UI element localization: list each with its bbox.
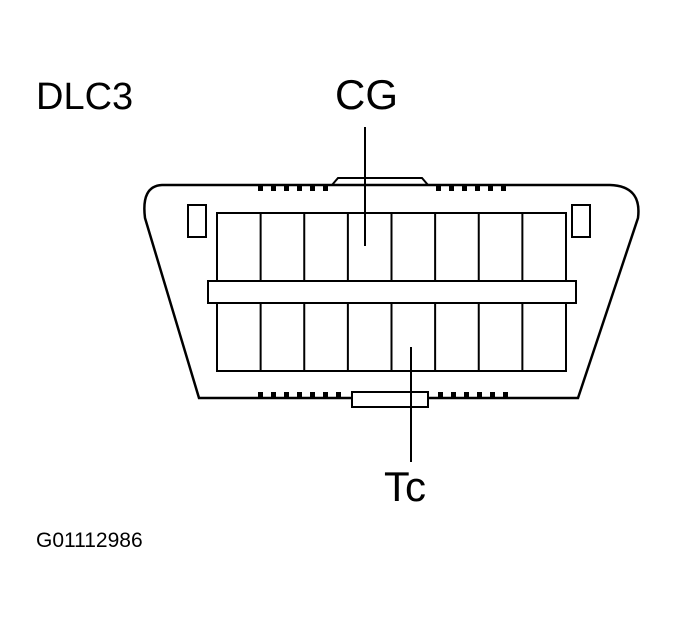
top-key-notch: [331, 177, 429, 186]
connector-housing: [143, 183, 640, 400]
top-edge-tooth: [436, 185, 441, 191]
bottom-edge-tooth: [323, 392, 328, 398]
bottom-edge-tooth: [297, 392, 302, 398]
top-edge-tooth: [258, 185, 263, 191]
top-edge-teeth: [258, 185, 506, 191]
bottom-row-pin-dividers: [259, 303, 524, 371]
bottom-edge-tooth: [490, 392, 495, 398]
top-row-pin-dividers: [259, 213, 524, 281]
top-edge-tooth: [297, 185, 302, 191]
bottom-edge-tooth: [258, 392, 263, 398]
bottom-edge-tooth: [477, 392, 482, 398]
top-edge-tooth: [284, 185, 289, 191]
top-edge-tooth: [271, 185, 276, 191]
latch-slot-right: [571, 204, 591, 238]
pin-label-tc: Tc: [384, 463, 426, 510]
bottom-edge-teeth: [258, 392, 508, 398]
bottom-edge-tooth: [438, 392, 443, 398]
pin-label-cg: CG: [335, 71, 398, 118]
top-edge-tooth: [323, 185, 328, 191]
bottom-edge-tooth: [464, 392, 469, 398]
bottom-edge-tooth: [310, 392, 315, 398]
bottom-key-tab: [351, 391, 429, 408]
bottom-edge-tooth: [451, 392, 456, 398]
figure-id: G01112986: [36, 529, 143, 552]
connector-title: DLC3: [36, 76, 134, 118]
top-edge-tooth: [488, 185, 493, 191]
center-divider-bar: [207, 280, 577, 304]
bottom-edge-tooth: [271, 392, 276, 398]
top-edge-tooth: [310, 185, 315, 191]
top-edge-tooth: [462, 185, 467, 191]
latch-slot-left: [187, 204, 207, 238]
top-edge-tooth: [475, 185, 480, 191]
top-edge-tooth: [449, 185, 454, 191]
bottom-edge-tooth: [284, 392, 289, 398]
bottom-edge-tooth: [336, 392, 341, 398]
bottom-edge-tooth: [503, 392, 508, 398]
top-edge-tooth: [501, 185, 506, 191]
